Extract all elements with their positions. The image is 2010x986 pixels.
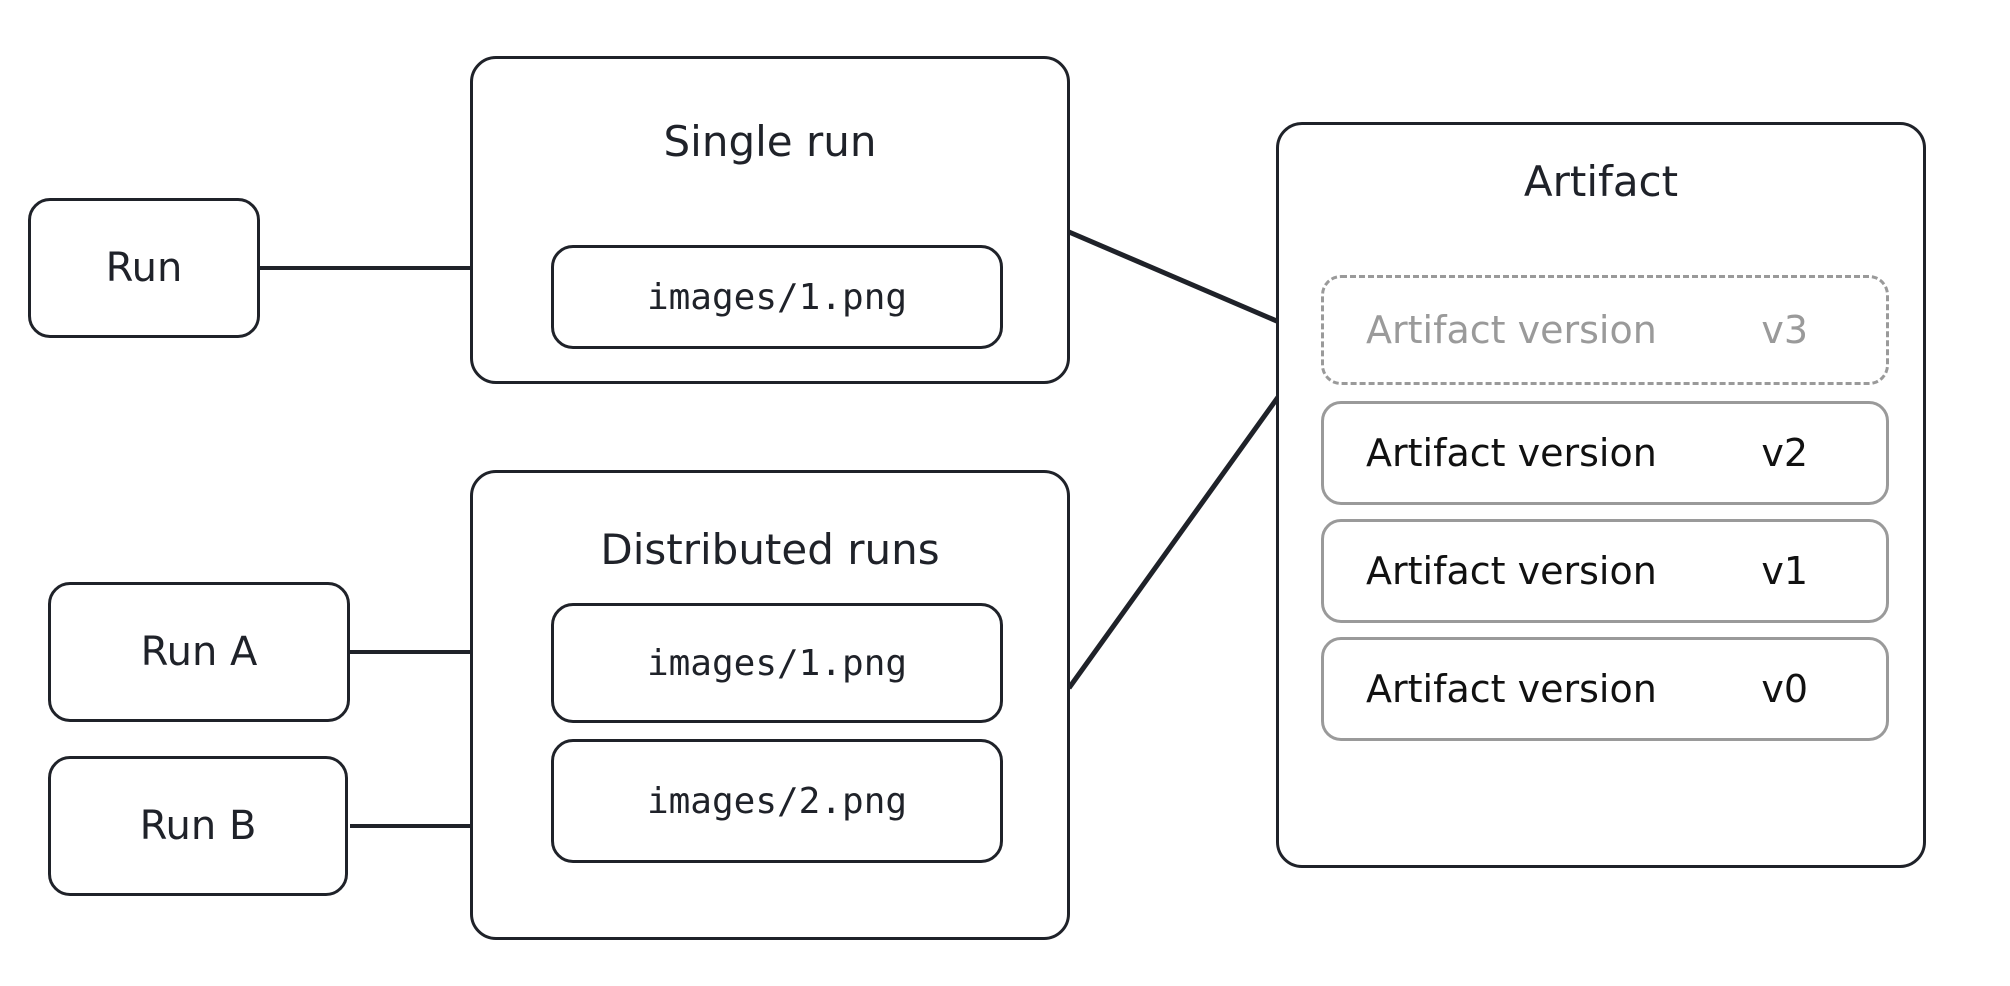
artifact-version-label-v1: Artifact version [1366, 549, 1657, 593]
artifact-version-tag-v3: v3 [1761, 308, 1808, 352]
distributed-run-file-label-2: images/2.png [646, 780, 908, 822]
single-run-file-node[interactable]: images/1.png [551, 245, 1003, 349]
artifact-version-row-v2[interactable]: Artifact version v2 [1321, 401, 1889, 505]
distributed-run-file-label-1: images/1.png [646, 642, 908, 684]
artifact-version-label-v3: Artifact version [1366, 308, 1657, 352]
distributed-runs-group: Distributed runs images/1.png images/2.p… [470, 470, 1070, 940]
artifact-version-row-v0[interactable]: Artifact version v0 [1321, 637, 1889, 741]
distributed-runs-group-title: Distributed runs [600, 525, 940, 574]
artifact-panel-title: Artifact [1523, 157, 1679, 206]
artifact-version-row-v3[interactable]: Artifact version v3 [1321, 275, 1889, 385]
artifact-version-tag-v1: v1 [1761, 549, 1808, 593]
run-node-label: Run [105, 245, 183, 291]
single-run-file-label: images/1.png [646, 276, 908, 318]
artifact-panel: Artifact Artifact version v3 Artifact ve… [1276, 122, 1926, 868]
run-a-node[interactable]: Run A [48, 582, 350, 722]
artifact-version-tag-v2: v2 [1761, 431, 1808, 475]
run-b-node-label: Run B [139, 803, 257, 849]
run-node[interactable]: Run [28, 198, 260, 338]
single-run-group: Single run images/1.png [470, 56, 1070, 384]
run-a-node-label: Run A [140, 629, 258, 675]
distributed-run-file-node-1[interactable]: images/1.png [551, 603, 1003, 723]
distributed-run-file-node-2[interactable]: images/2.png [551, 739, 1003, 863]
artifact-version-tag-v0: v0 [1761, 667, 1808, 711]
artifact-version-label-v0: Artifact version [1366, 667, 1657, 711]
artifact-version-label-v2: Artifact version [1366, 431, 1657, 475]
run-b-node[interactable]: Run B [48, 756, 348, 896]
single-run-group-title: Single run [663, 117, 877, 166]
artifact-version-row-v1[interactable]: Artifact version v1 [1321, 519, 1889, 623]
